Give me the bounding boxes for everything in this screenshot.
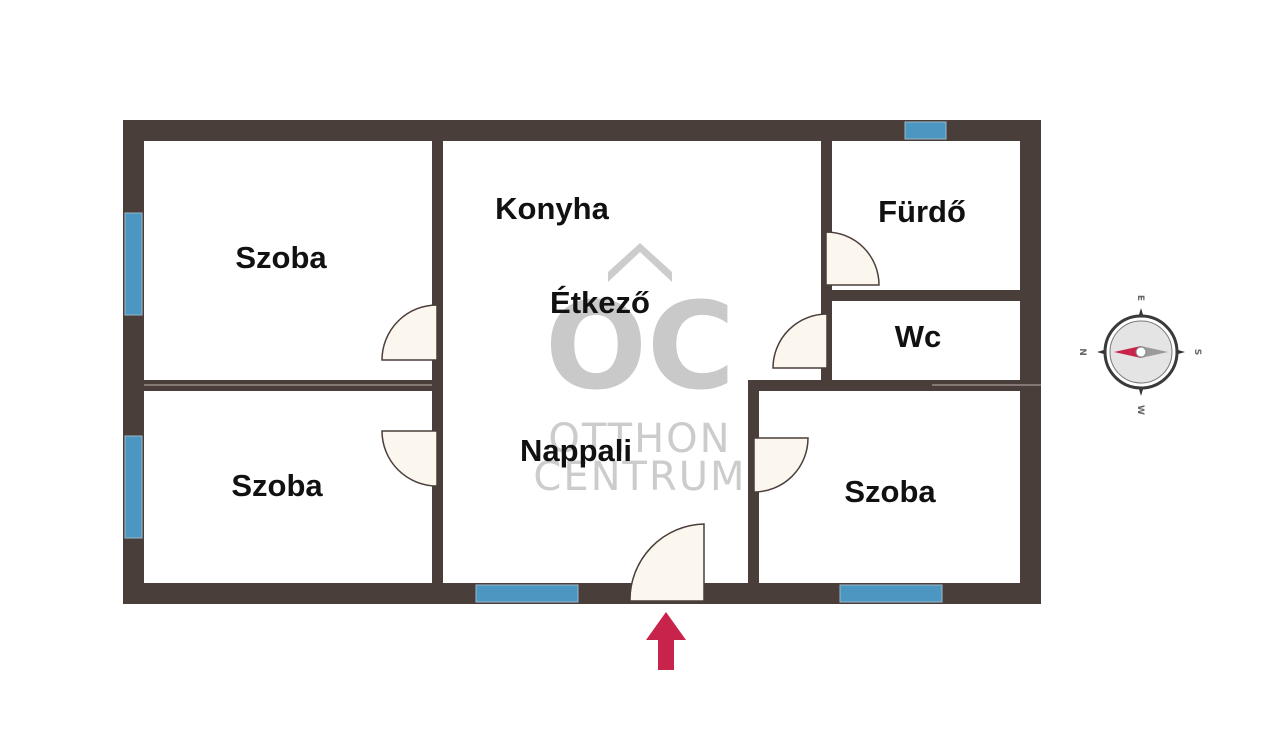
window-bath <box>904 121 947 140</box>
room-label-szoba-bottom-left: Szoba <box>231 468 323 503</box>
door-szoba-right <box>753 437 809 493</box>
entrance-arrow-icon <box>646 612 686 670</box>
compass-letter-top: E <box>1135 295 1145 301</box>
door-wc <box>772 313 828 369</box>
room-label-furdo: Fürdő <box>878 194 966 229</box>
room-label-etkezo: Étkező <box>550 285 650 320</box>
wall-bath-wc-divider <box>832 290 1020 301</box>
watermark: OC OTTHON CENTRUM <box>533 243 746 500</box>
compass-needle-gray <box>1141 346 1168 358</box>
wall-top <box>123 120 1041 141</box>
room-label-konyha: Konyha <box>495 191 609 226</box>
room-label-nappali: Nappali <box>520 433 632 468</box>
watermark-roof-icon <box>608 243 672 282</box>
compass-letter-bottom: W <box>1135 405 1145 415</box>
compass-icon: E S W N <box>1077 295 1202 415</box>
watermark-line1: OTTHON <box>548 416 731 462</box>
room-label-wc: Wc <box>895 319 942 354</box>
watermark-line2: CENTRUM <box>533 454 746 500</box>
compass-letter-left: N <box>1077 348 1087 356</box>
wall-bottom <box>123 583 1041 604</box>
window-szoba-bottom-left <box>124 435 143 539</box>
window-szoba-top-left <box>124 212 143 316</box>
compass-letter-right: S <box>1192 349 1202 355</box>
windows <box>124 121 947 603</box>
room-labels: Szoba Szoba Konyha Étkező Nappali Fürdő … <box>231 191 966 509</box>
door-entrance <box>629 523 705 602</box>
wall-left-interior <box>432 141 443 583</box>
door-szoba-top-left <box>381 304 438 361</box>
window-nappali <box>475 584 579 603</box>
window-szoba-right <box>839 584 943 603</box>
door-furdo <box>825 231 880 286</box>
wall-right <box>1020 120 1041 604</box>
doors <box>381 231 880 602</box>
door-szoba-bottom-left <box>381 430 438 487</box>
room-label-szoba-top-left: Szoba <box>235 240 327 275</box>
watermark-monogram: OC <box>545 278 735 417</box>
wall-right-room-top <box>748 380 1020 391</box>
compass-needle-red <box>1114 346 1141 358</box>
room-label-szoba-right: Szoba <box>844 474 936 509</box>
